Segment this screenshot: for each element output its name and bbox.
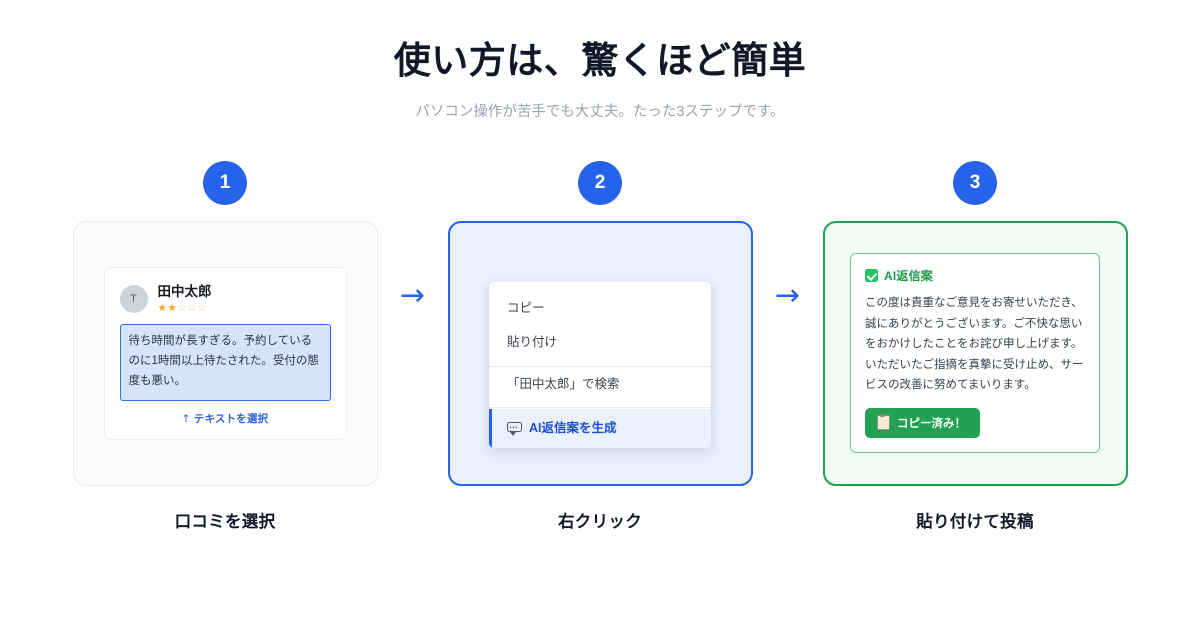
check-mark-icon — [865, 269, 878, 283]
select-text-hint-label: テキストを選択 — [193, 412, 269, 425]
avatar: T — [119, 284, 148, 313]
reviewer-block: 田中太郎 ★★☆☆☆ — [158, 284, 212, 315]
context-menu: コピー 貼り付け 「田中太郎」で検索 ••• AI返信案を生成 — [489, 282, 711, 449]
copy-button[interactable]: コピー済み！ — [865, 407, 980, 438]
step-2-number-badge: 2 — [578, 160, 622, 205]
step-1: 1 T 田中太郎 ★★☆☆☆ 待ち時間が長すぎる。予約しているのに1時間以上待た… — [72, 160, 378, 532]
reviewer-name: 田中太郎 — [157, 283, 212, 299]
step-1-number-badge: 1 — [203, 160, 247, 205]
ai-reply-badge: AI返信案 — [865, 267, 1085, 284]
copy-button-label: コピー済み！ — [897, 417, 966, 430]
step-1-panel: T 田中太郎 ★★☆☆☆ 待ち時間が長すぎる。予約しているのに1時間以上待たされ… — [72, 220, 378, 486]
step-3-panel: AI返信案 この度は貴重なご意見をお寄せいただき、誠にありがとうございます。ご不… — [822, 220, 1128, 486]
step-1-label: 口コミを選択 — [174, 512, 276, 531]
header: 使い方は、驚くほど簡単 パソコン操作が苦手でも大丈夫。たった3ステップです。 — [0, 38, 1200, 123]
select-text-hint: ↑ テキストを選択 — [120, 411, 331, 426]
speech-bubble-icon: ••• — [507, 422, 522, 436]
page-title: 使い方は、驚くほど簡単 — [393, 40, 807, 81]
step-2-panel: コピー 貼り付け 「田中太郎」で検索 ••• AI返信案を生成 — [447, 220, 753, 486]
menu-item-paste[interactable]: 貼り付け — [507, 335, 558, 350]
star-rating: ★★☆☆☆ — [158, 302, 212, 315]
menu-item-generate-ai-reply[interactable]: ••• AI返信案を生成 — [489, 408, 711, 449]
page-subtitle: パソコン操作が苦手でも大丈夫。たった3ステップです。 — [415, 104, 785, 121]
step-3: 3 AI返信案 この度は貴重なご意見をお寄せいただき、誠にありがとうございます。… — [822, 160, 1128, 532]
step-2-label: 右クリック — [558, 512, 642, 531]
menu-item-generate-ai-reply-label: AI返信案を生成 — [529, 420, 617, 435]
review-card: T 田中太郎 ★★☆☆☆ 待ち時間が長すぎる。予約しているのに1時間以上待たされ… — [103, 266, 347, 440]
review-header: T 田中太郎 ★★☆☆☆ — [119, 284, 331, 315]
menu-item-copy[interactable]: コピー — [507, 301, 545, 316]
stars-empty-icon: ☆☆☆ — [177, 301, 208, 314]
step-3-label: 貼り付けて投稿 — [916, 512, 1034, 531]
selected-review-text[interactable]: 待ち時間が長すぎる。予約しているのに1時間以上待たされた。受付の態度も悪い。 — [119, 324, 331, 401]
clipboard-icon — [877, 413, 890, 431]
menu-separator-2 — [489, 406, 711, 408]
step-2: 2 コピー 貼り付け 「田中太郎」で検索 ••• AI返信案を生成 — [447, 160, 753, 532]
menu-separator-1 — [489, 365, 711, 367]
ai-reply-badge-label: AI返信案 — [884, 269, 934, 284]
ai-reply-body: この度は貴重なご意見をお寄せいただき、誠にありがとうございます。ご不快な思いをお… — [865, 297, 1084, 392]
arrow-right-icon-1: → — [399, 277, 426, 313]
steps-row: 1 T 田中太郎 ★★☆☆☆ 待ち時間が長すぎる。予約しているのに1時間以上待た… — [0, 160, 1200, 532]
arrow-right-icon-2: → — [774, 277, 801, 313]
stars-filled-icon: ★★ — [157, 301, 178, 314]
arrow-up-icon: ↑ — [181, 412, 191, 425]
step-3-number-badge: 3 — [953, 160, 997, 205]
menu-item-search[interactable]: 「田中太郎」で検索 — [507, 376, 620, 391]
ai-reply-card: AI返信案 この度は貴重なご意見をお寄せいただき、誠にありがとうございます。ご不… — [850, 253, 1100, 453]
